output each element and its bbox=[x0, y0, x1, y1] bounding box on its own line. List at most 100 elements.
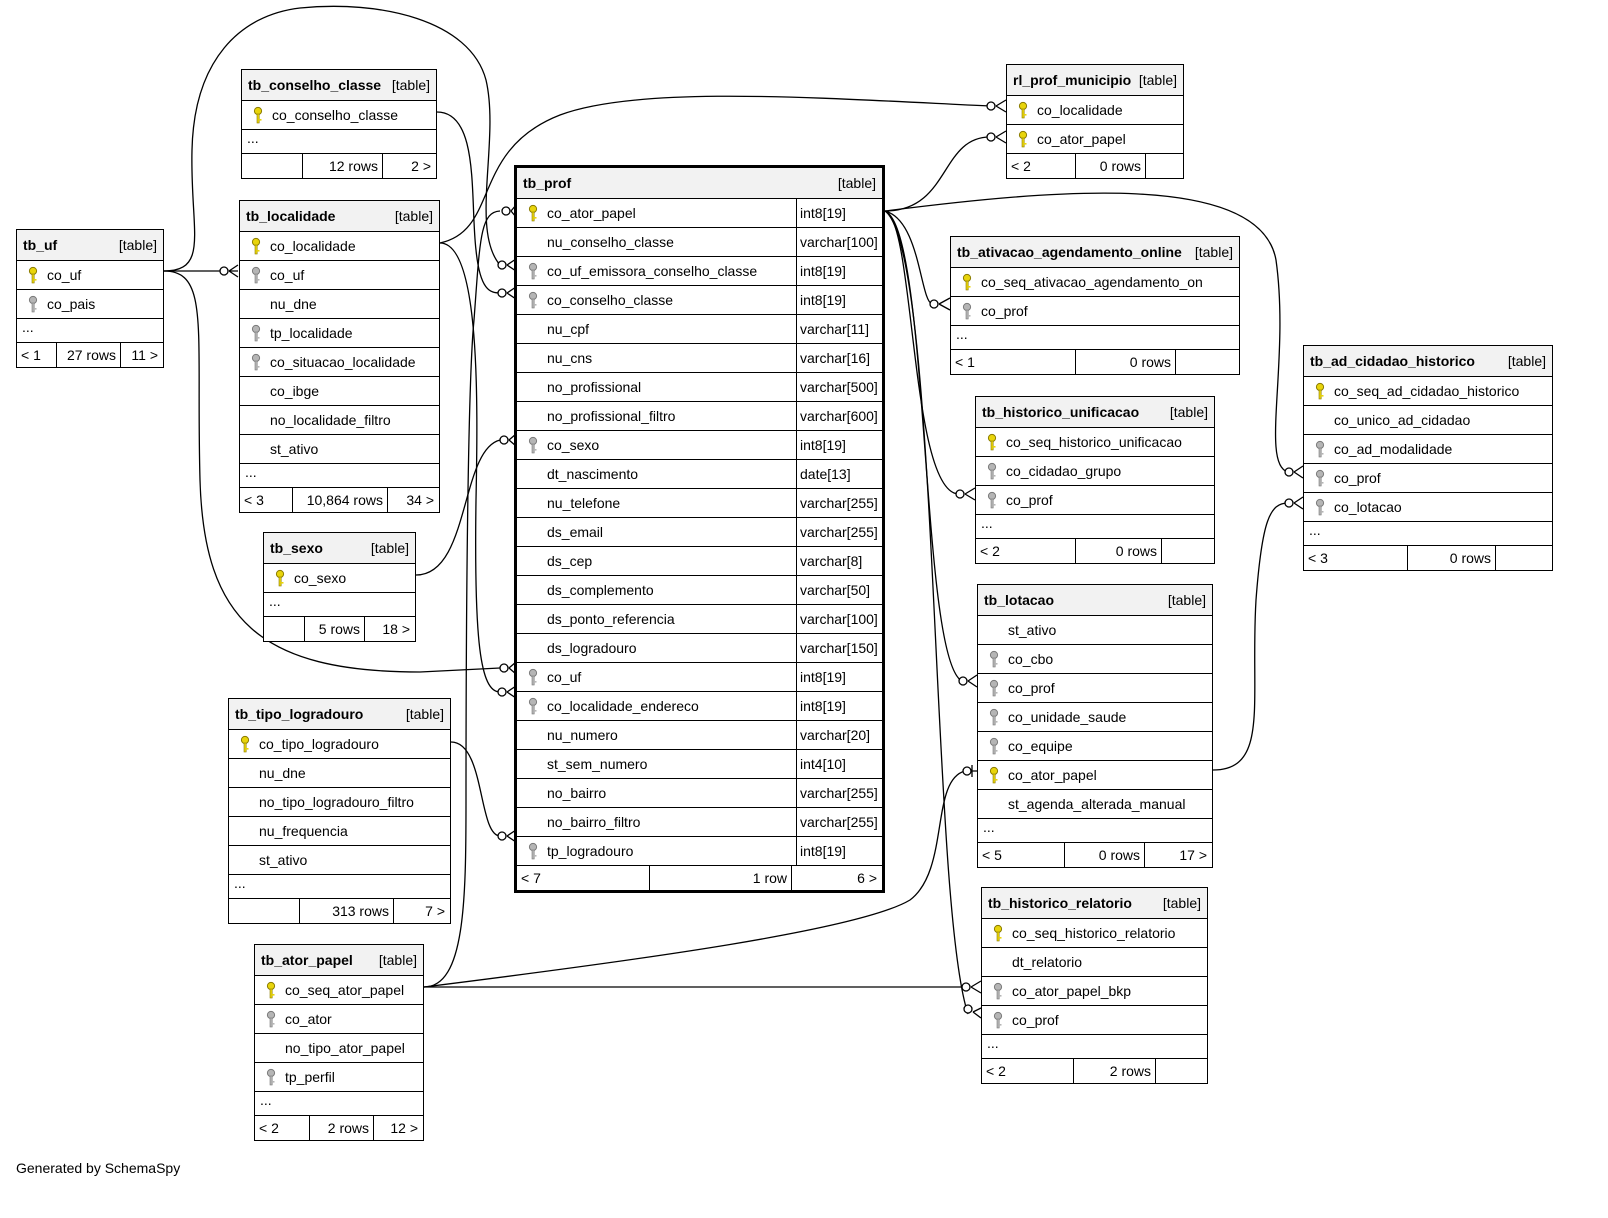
column-row[interactable]: co_uf bbox=[17, 261, 163, 290]
table-tb_tipo_logradouro[interactable]: tb_tipo_logradouro[table]co_tipo_logrado… bbox=[228, 698, 451, 924]
column-row[interactable]: nu_frequencia bbox=[229, 817, 450, 846]
column-row[interactable]: tp_perfil bbox=[255, 1063, 423, 1092]
column-row[interactable]: co_tipo_logradouro bbox=[229, 730, 450, 759]
parents-link[interactable]: < 1 bbox=[951, 350, 1076, 374]
children-link[interactable]: 34 > bbox=[406, 492, 434, 508]
column-row[interactable]: co_prof bbox=[976, 486, 1214, 515]
column-row[interactable]: co_ator_papel_bkp bbox=[982, 977, 1207, 1006]
column-row[interactable]: co_sexo bbox=[264, 564, 415, 593]
column-row[interactable]: nu_dne bbox=[240, 290, 439, 319]
column-row[interactable]: dt_relatorio bbox=[982, 948, 1207, 977]
column-row[interactable]: co_seq_historico_relatorio bbox=[982, 919, 1207, 948]
column-row[interactable]: co_prof bbox=[1304, 464, 1552, 493]
parents-link[interactable] bbox=[242, 154, 303, 178]
column-row[interactable]: co_cbo bbox=[978, 645, 1212, 674]
column-row[interactable]: co_prof bbox=[951, 297, 1239, 326]
children-link[interactable] bbox=[1176, 350, 1239, 374]
children-link[interactable] bbox=[1146, 154, 1183, 178]
column-row[interactable]: co_cidadao_grupo bbox=[976, 457, 1214, 486]
column-row[interactable]: tp_localidade bbox=[240, 319, 439, 348]
column-row[interactable]: co_seq_historico_unificacao bbox=[976, 428, 1214, 457]
column-row[interactable]: co_prof bbox=[978, 674, 1212, 703]
column-row[interactable]: st_ativo bbox=[229, 846, 450, 875]
column-row[interactable]: co_unico_ad_cidadao bbox=[1304, 406, 1552, 435]
children-link[interactable]: 18 > bbox=[382, 621, 410, 637]
parents-link[interactable]: < 2 bbox=[1007, 154, 1076, 178]
column-row[interactable]: co_pais bbox=[17, 290, 163, 319]
parents-link[interactable]: < 2 bbox=[976, 539, 1076, 563]
column-row[interactable]: co_conselho_classe bbox=[242, 101, 436, 130]
column-row[interactable]: st_ativo bbox=[978, 616, 1212, 645]
column-row[interactable]: co_ad_modalidade bbox=[1304, 435, 1552, 464]
column-row[interactable]: co_localidade bbox=[240, 232, 439, 261]
parents-link[interactable]: < 3 bbox=[1304, 546, 1408, 570]
parents-link[interactable]: < 2 bbox=[255, 1116, 310, 1140]
column-row[interactable]: co_equipe bbox=[978, 732, 1212, 761]
parents-link[interactable]: < 3 bbox=[240, 488, 293, 512]
table-tb_ad_cidadao_historico[interactable]: tb_ad_cidadao_historico[table]co_seq_ad_… bbox=[1303, 345, 1553, 571]
column-row[interactable]: co_seq_ativacao_agendamento_on bbox=[951, 268, 1239, 297]
column-row[interactable]: co_ator_papel bbox=[978, 761, 1212, 790]
parents-link[interactable]: < 5 bbox=[978, 843, 1065, 867]
column-row[interactable]: co_unidade_saude bbox=[978, 703, 1212, 732]
column-row[interactable]: st_agenda_alterada_manual bbox=[978, 790, 1212, 819]
column-row[interactable]: co_ator bbox=[255, 1005, 423, 1034]
parents-link[interactable]: < 7 bbox=[517, 866, 650, 890]
column-row[interactable]: no_tipo_logradouro_filtro bbox=[229, 788, 450, 817]
column-row[interactable]: nu_dne bbox=[229, 759, 450, 788]
column-row[interactable]: co_situacao_localidade bbox=[240, 348, 439, 377]
column-row[interactable]: no_tipo_ator_papel bbox=[255, 1034, 423, 1063]
children-link[interactable] bbox=[1496, 546, 1552, 570]
children-link[interactable] bbox=[1156, 1059, 1207, 1083]
column-row[interactable]: co_ator_papel bbox=[1007, 125, 1183, 154]
children-link[interactable]: 12 > bbox=[390, 1120, 418, 1136]
children-link[interactable]: 2 > bbox=[411, 158, 431, 174]
children-link[interactable] bbox=[1162, 539, 1214, 563]
column-row[interactable]: co_seq_ator_papel bbox=[255, 976, 423, 1005]
children-link[interactable]: 7 > bbox=[425, 903, 445, 919]
children-link[interactable]: 17 > bbox=[1179, 847, 1207, 863]
table-tb_historico_relatorio[interactable]: tb_historico_relatorio[table]co_seq_hist… bbox=[981, 887, 1208, 1084]
table-tb_ativacao_agendamento_online[interactable]: tb_ativacao_agendamento_online[table]co_… bbox=[950, 236, 1240, 375]
children-link[interactable]: 6 > bbox=[857, 870, 877, 886]
parents-link[interactable]: < 2 bbox=[982, 1059, 1074, 1083]
column-row[interactable]: co_localidade bbox=[1007, 96, 1183, 125]
table-tb_historico_unificacao[interactable]: tb_historico_unificacao[table]co_seq_his… bbox=[975, 396, 1215, 564]
column-row[interactable]: st_ativo bbox=[240, 435, 439, 464]
column-row[interactable]: co_prof bbox=[982, 1006, 1207, 1035]
column-row[interactable]: no_localidade_filtro bbox=[240, 406, 439, 435]
table-tb_conselho_classe[interactable]: tb_conselho_classe[table]co_conselho_cla… bbox=[241, 69, 437, 179]
children-link[interactable]: 11 > bbox=[131, 347, 158, 363]
parents-link[interactable]: < 1 bbox=[17, 343, 57, 367]
column-row[interactable]: co_uf bbox=[240, 261, 439, 290]
